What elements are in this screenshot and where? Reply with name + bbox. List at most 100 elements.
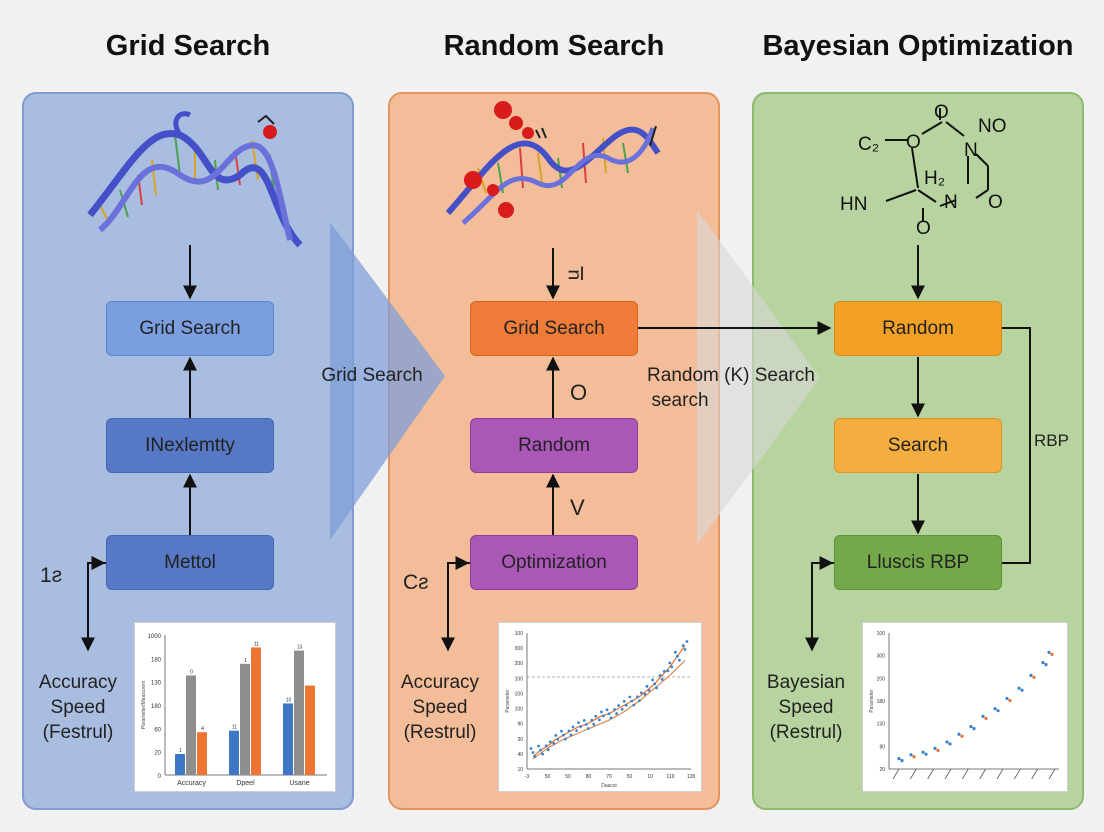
scatter-point [544, 744, 548, 748]
molecule-label-c2: C₂ [858, 134, 879, 155]
scatter-point [1047, 650, 1051, 654]
y-tick-label: 200 [515, 661, 524, 667]
scatter-point [996, 709, 1000, 713]
y-axis-label: Parameter [505, 689, 511, 713]
scatter-point [1020, 688, 1024, 692]
molecule-label-o4: O [916, 218, 931, 239]
bar [186, 675, 196, 775]
x-tick-mark [944, 768, 952, 780]
y-tick-label: 20 [879, 767, 885, 773]
random-box: Random [470, 418, 638, 473]
scatter-point [537, 744, 540, 748]
column-title-bayes: Bayesian Optimization [762, 30, 1074, 62]
scatter-point [676, 654, 679, 658]
y-tick-label: 200 [877, 676, 886, 682]
scatter-point [613, 708, 616, 711]
x-tick-mark [927, 768, 935, 780]
y-tick-label: 100 [515, 707, 524, 713]
bar-data-label: 1 [179, 748, 182, 754]
scatter-point [602, 714, 605, 718]
x-tick-mark [892, 768, 900, 780]
scatter-point [1008, 698, 1012, 703]
scatter-point [590, 718, 594, 722]
arrow-label-top: ᴝI [568, 264, 585, 285]
y-tick-label: 180 [151, 657, 162, 663]
lluscis-rbp-box: Lluscis RBP [834, 535, 1002, 590]
scatter-point [546, 748, 550, 752]
scatter-point [921, 750, 925, 754]
molecule-label-n2: N [944, 192, 958, 213]
bayes-random-box: Random [834, 301, 1002, 356]
scatter-point [662, 670, 666, 673]
scatter-point [556, 738, 560, 741]
scatter-point [685, 640, 689, 643]
y-tick-label: 100 [515, 631, 524, 637]
molecule-label-n1: N [964, 140, 978, 161]
scatter-point [1029, 673, 1033, 677]
scatter-point [531, 751, 535, 754]
scatter-point [636, 695, 639, 699]
x-tick-mark [979, 768, 987, 780]
bar-data-label: 11 [254, 641, 259, 647]
random-side-label: Cƨ [403, 571, 429, 594]
scatter-point [594, 714, 598, 718]
bayes-bottom-line-2: Speed [778, 697, 834, 718]
molecule-label-h2: H₂ [924, 168, 945, 189]
bar [305, 685, 315, 775]
bar-data-label: 13 [297, 645, 303, 651]
dna-helix-red-icon [445, 101, 661, 225]
scatter-point [981, 714, 985, 718]
y-tick-label: 300 [877, 654, 886, 660]
scatter-point [529, 747, 533, 750]
molecule-label-o2: O [906, 132, 921, 153]
scatter-point [933, 746, 937, 750]
bar [294, 650, 304, 775]
scatter-point [567, 729, 571, 733]
x-tick-mark [1013, 768, 1021, 780]
y-tick-label: 10 [517, 767, 523, 773]
scatter-point [577, 721, 580, 724]
scatter-point [651, 678, 654, 682]
scatter-point [1017, 686, 1021, 690]
scatter-point [541, 752, 544, 756]
bar [197, 732, 207, 775]
x-tick-mark [909, 768, 917, 780]
scatter-point [1050, 652, 1054, 656]
y-tick-label: 180 [151, 704, 162, 710]
y-tick-label: 0 [158, 774, 162, 780]
scatter-point [582, 719, 586, 722]
y-tick-label: 100 [515, 676, 524, 682]
scatter-point [972, 727, 976, 731]
connector-label-left: Grid Search [321, 365, 423, 386]
scatter-point [592, 722, 596, 726]
scatter-point [609, 716, 613, 720]
scatter-point [897, 757, 901, 761]
y-tick-label: 40 [517, 752, 523, 758]
molecule-label-o3: O [988, 192, 1003, 213]
scatter-point [598, 718, 601, 722]
y-tick-label: 130 [151, 681, 162, 687]
trend-line [532, 660, 686, 760]
bar-data-label: 11 [232, 725, 237, 731]
scatter-point [569, 733, 573, 737]
mettol-box: Mettol [106, 535, 274, 590]
scatter-point [586, 727, 590, 730]
y-axis-label: Parameter [869, 689, 875, 713]
scatter-point [632, 703, 636, 707]
scatter-point [554, 734, 558, 737]
scatter-point [924, 752, 928, 756]
scatter-point [615, 712, 618, 715]
molecule-label-hn: HN [840, 194, 867, 215]
grid-search-box: Grid Search [106, 301, 274, 356]
scatter-point [660, 678, 664, 681]
scatter-point [653, 682, 656, 686]
x-tick-label: 10 [647, 774, 653, 780]
x-tick-label: 50 [545, 774, 551, 780]
grid-bottom-line-2: Speed [50, 697, 106, 718]
x-tick-label: 80 [586, 774, 592, 780]
arrow-label-o: O [570, 380, 588, 405]
